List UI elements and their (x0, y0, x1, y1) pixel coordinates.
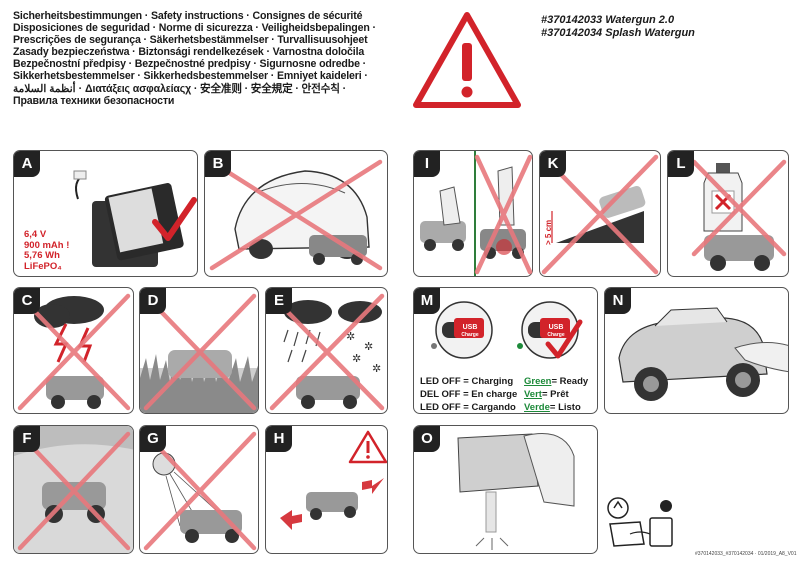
battery-illustration (73, 170, 184, 267)
panel-label: D (140, 288, 166, 314)
panel-k-ramp: K > 5 cm (539, 150, 661, 277)
usb-badge-right: USB Charge (547, 324, 564, 338)
led-row-en: LED OFF = Charging (420, 376, 514, 387)
panel-label: G (140, 426, 166, 452)
panel-c-thunderstorm: C (13, 287, 134, 414)
panel-label: O (414, 426, 440, 452)
title-line-4: Zasady bezpieczeństwa · Biztonsági rende… (13, 46, 365, 59)
panel-l-chemicals: L (667, 150, 789, 277)
distance-illustration (280, 430, 387, 530)
title-line-8: Правила техники безопасности (13, 94, 175, 107)
height-label: > 5 cm (544, 219, 553, 245)
svg-text:USB: USB (549, 324, 564, 331)
panel-b-no-road: B (204, 150, 388, 277)
panel-label: F (14, 426, 40, 452)
svg-text:Charge: Charge (461, 332, 478, 338)
panel-label: L (668, 151, 694, 177)
led-ready-en: Green= Ready (524, 376, 589, 387)
title-line-3: Prescrições de segurança · Säkerhetsbest… (13, 34, 368, 47)
panel-n-hand-on-car: N (604, 287, 789, 414)
led-ready-es: Verde= Listo (524, 402, 581, 413)
product-2: #370142034 Splash Watergun (541, 27, 695, 39)
car-hand-illustration (618, 307, 788, 401)
svg-text:✲: ✲ (346, 331, 355, 343)
car-road-illustration (234, 170, 370, 265)
check-icon (152, 197, 197, 241)
panel-label: A (14, 151, 40, 177)
panel-label: M (414, 288, 440, 314)
panel-label: I (414, 151, 440, 177)
document-code: #370142033_#370142034 · 01/2019_A8_V01 (695, 551, 797, 557)
panel-label: H (266, 426, 292, 452)
product-1: #370142033 Watergun 2.0 (541, 14, 675, 26)
panel-g-sun: G (139, 425, 259, 554)
title-line-1: Sicherheitsbestimmungen · Safety instruc… (13, 10, 363, 22)
title-line-5: Bezpečnostní předpisy · Bezpečnostné pre… (13, 58, 366, 71)
panel-d-grass: D (139, 287, 259, 414)
led-row-es: LED OFF = Cargando (420, 402, 516, 413)
panel-o-water-tank: O (413, 425, 598, 554)
safety-title-block: Sicherheitsbestimmungen · Safety instruc… (13, 10, 405, 107)
led-ready-fr: Vert= Prêt (524, 389, 569, 400)
svg-text:Charge: Charge (547, 332, 564, 338)
title-line-6: Sikkerhetsbestemmelser · Sikkerhedsbeste… (13, 70, 368, 83)
panel-label: N (605, 288, 631, 314)
panel-label: K (540, 151, 566, 177)
battery-spec: 6,4 V 900 mAh ! 5,76 Wh LiFePO₄ (24, 229, 70, 272)
panel-h-distance: H (265, 425, 388, 554)
water-tank-illustration (457, 433, 575, 550)
usb-charge-illustration (431, 301, 583, 359)
usb-badge-left: USB Charge (461, 324, 478, 338)
warning-triangle-icon (413, 12, 521, 108)
svg-text:✲: ✲ (372, 363, 381, 375)
led-row-fr: DEL OFF = En charge (420, 389, 518, 400)
panel-label: C (14, 288, 40, 314)
panel-label: B (205, 151, 231, 177)
title-line-2: Disposiciones de seguridad · Norme di si… (13, 22, 376, 35)
title-line-7: أنظمة السلامة · Διατάξεις ασφαλείαςχ · 安… (13, 82, 347, 95)
panel-e-rain-snow: E ✲✲✲✲ (265, 287, 388, 414)
panel-f-sand: F (13, 425, 134, 554)
svg-text:USB: USB (463, 324, 478, 331)
panel-a-battery: A 6,4 V 900 mAh ! 5,76 Wh LiFePO₄ (13, 150, 198, 277)
panel-label: E (266, 288, 292, 314)
panel-i-handling: I (413, 150, 533, 277)
recycling-disposal-icon (607, 497, 673, 547)
svg-text:✲: ✲ (364, 341, 373, 353)
panel-m-charging: M USB Charge USB Charge LED OFF = Chargi… (413, 287, 598, 414)
svg-text:✲: ✲ (352, 353, 361, 365)
product-numbers: #370142033 Watergun 2.0 #370142034 Splas… (541, 14, 695, 40)
